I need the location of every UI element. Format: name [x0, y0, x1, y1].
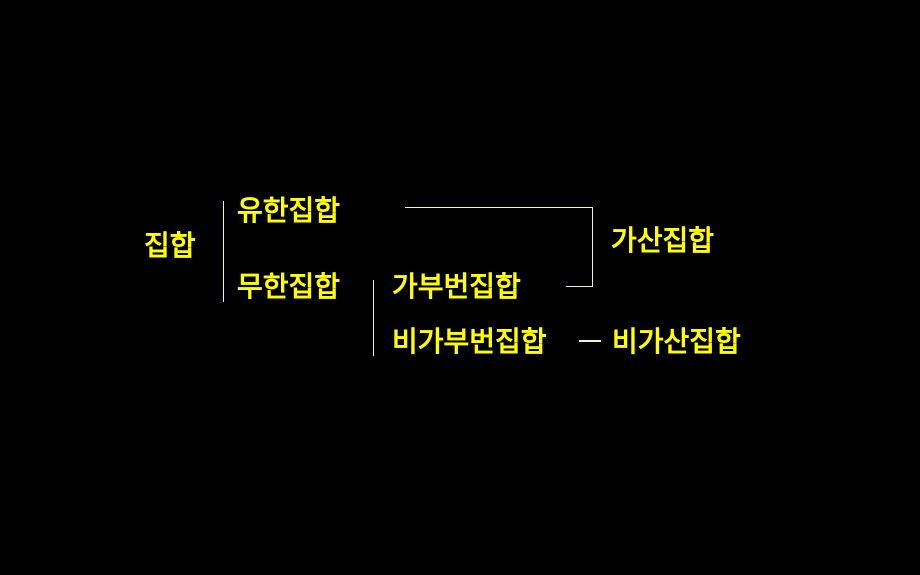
node-uncountable: 비가산집합 — [612, 325, 741, 358]
bracket-infinite — [373, 280, 374, 356]
connector-denumerable — [566, 286, 593, 287]
node-infinite: 무한집합 — [237, 270, 341, 303]
node-set: 집합 — [144, 229, 196, 262]
bracket-set — [223, 201, 224, 302]
connector-finite-top — [405, 207, 593, 208]
node-finite: 유한집합 — [237, 194, 341, 227]
node-non-denumerable: 비가부번집합 — [392, 325, 547, 358]
connector-uncountable-dash — [579, 340, 601, 342]
node-countable: 가산집합 — [611, 224, 715, 257]
node-denumerable: 가부번집합 — [392, 270, 521, 303]
connector-countable-vertical — [592, 207, 593, 287]
